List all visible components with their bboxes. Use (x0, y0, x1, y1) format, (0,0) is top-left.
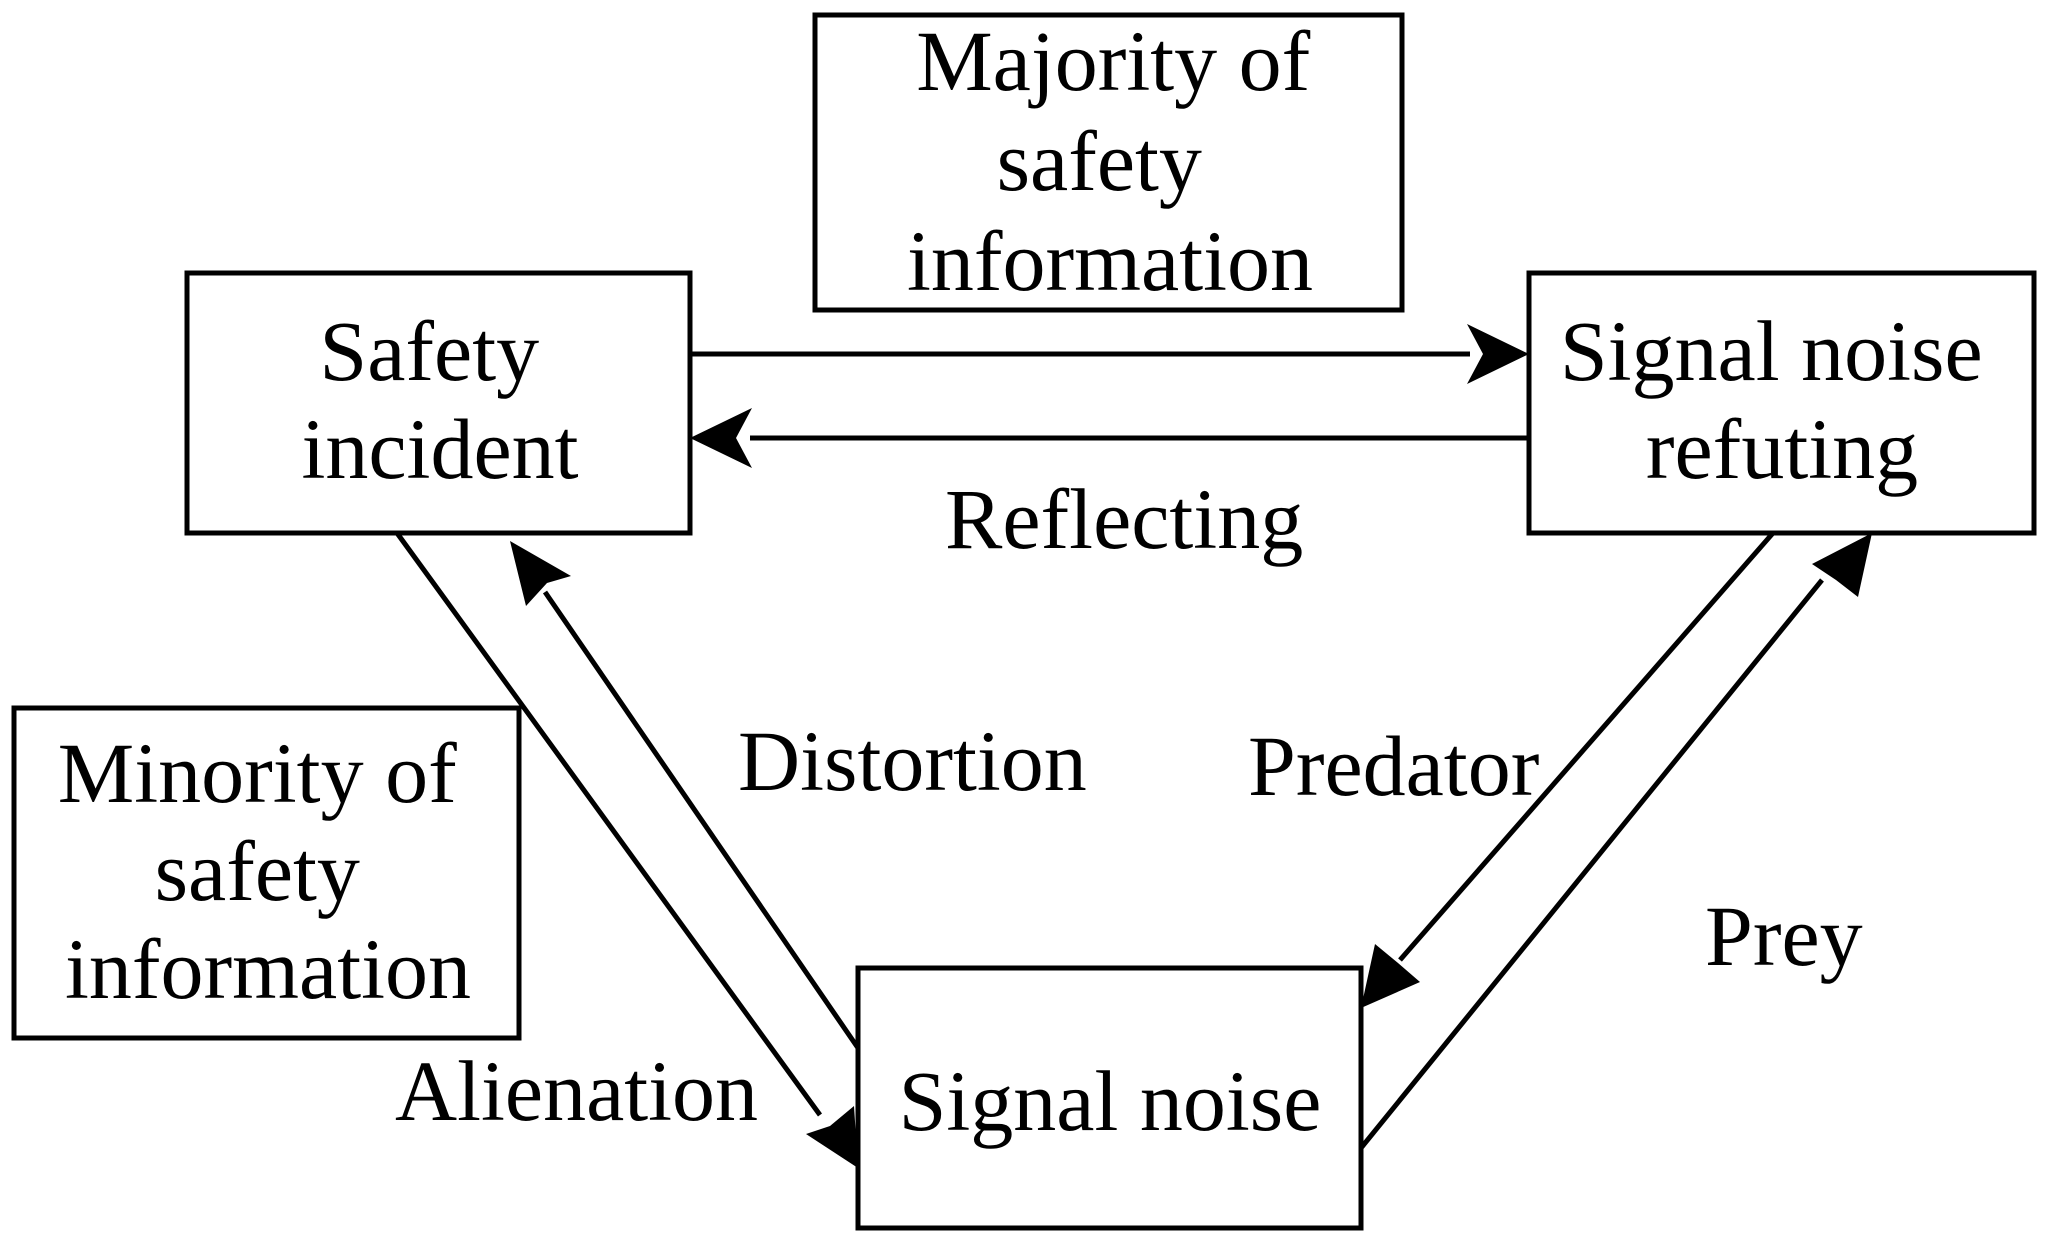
arrowhead-distortion (510, 541, 571, 606)
edge-prey (1359, 578, 1824, 1150)
alienation-label: Alienation (395, 1043, 758, 1139)
prey-label: Prey (1705, 888, 1863, 984)
minority-line-3: information (65, 921, 471, 1017)
majority-label: Majority of safety information (907, 13, 1332, 309)
signal-noise-refuting-line-2: refuting (1646, 401, 1918, 497)
signal-noise-refuting-line-1: Signal noise (1560, 303, 1983, 399)
arrowhead-reflecting (690, 408, 752, 468)
reflecting-label: Reflecting (945, 471, 1303, 567)
minority-label: Minority of safety information (58, 725, 478, 1017)
minority-box (11, 705, 522, 1041)
distortion-label: Distortion (738, 713, 1087, 809)
safety-incident-box (184, 270, 693, 536)
arrowhead-alienation (806, 1106, 858, 1168)
arrowhead-to-refuting (1467, 324, 1529, 384)
majority-line-3: information (907, 213, 1313, 309)
arrowhead-predator (1361, 944, 1420, 1008)
safety-incident-label: Safety incident (301, 303, 578, 497)
signal-noise-label: Signal noise (899, 1053, 1322, 1149)
majority-line-1: Majority of (916, 13, 1310, 109)
safety-incident-line-2: incident (301, 401, 578, 497)
safety-incident-line-1: Safety (319, 303, 539, 399)
edge-alienation (394, 531, 823, 1117)
majority-line-2: safety (997, 113, 1202, 209)
signal-noise-refuting-box (1526, 270, 2037, 536)
signal-noise-refuting-label: Signal noise refuting (1560, 303, 2004, 497)
predator-label: Predator (1248, 718, 1539, 814)
minority-line-1: Minority of (58, 725, 457, 821)
signal-noise-line-1: Signal noise (899, 1053, 1322, 1149)
signal-noise-box (855, 965, 1364, 1231)
edge-distortion (542, 590, 861, 1050)
edge-predator (1398, 531, 1775, 962)
arrowhead-prey (1812, 533, 1872, 597)
minority-line-2: safety (155, 823, 360, 919)
majority-box (812, 12, 1405, 313)
